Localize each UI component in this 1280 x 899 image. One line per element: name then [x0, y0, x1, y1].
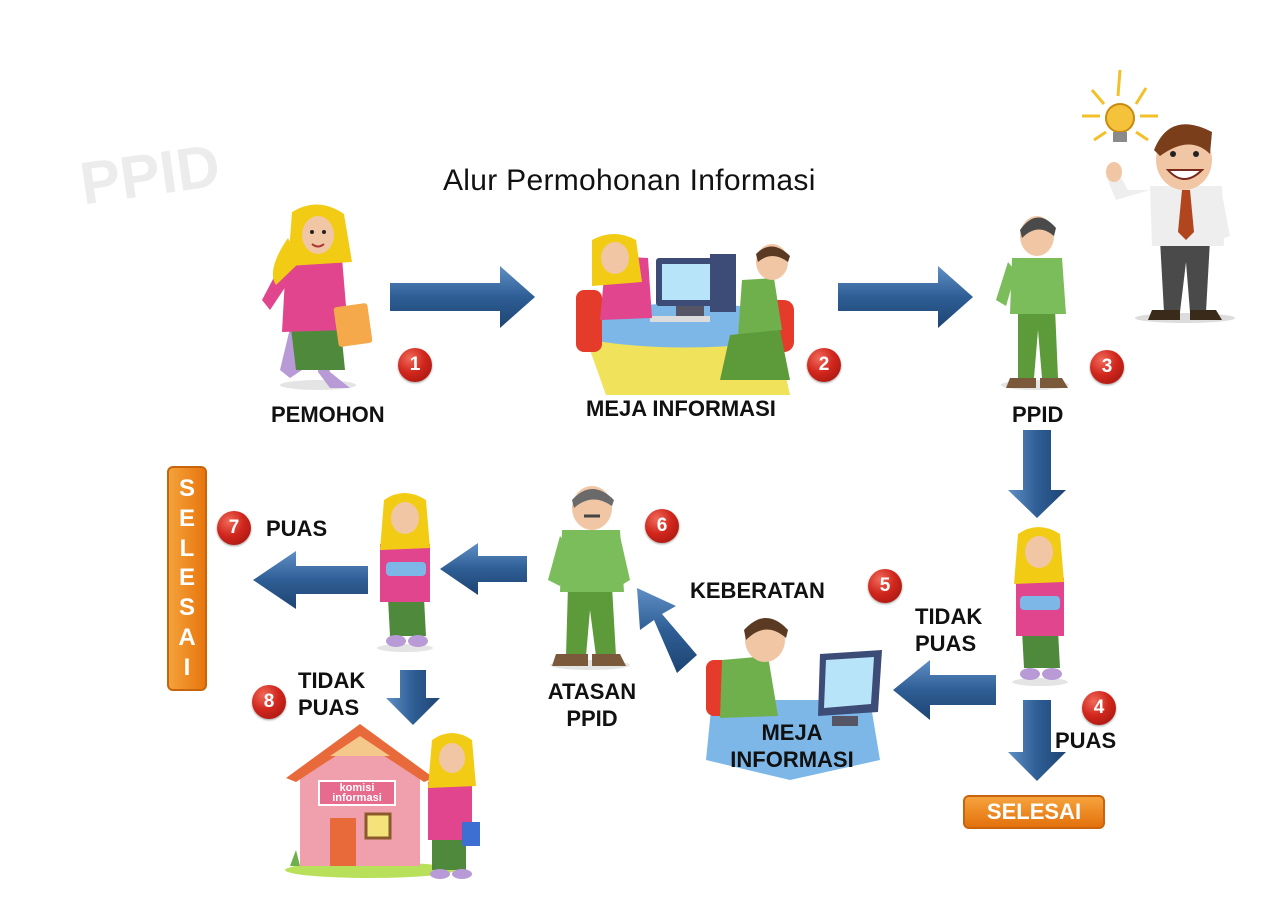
step-badge-7: 7 — [217, 511, 251, 545]
pemohon-figure-house — [428, 733, 480, 879]
selesai-letter: S — [178, 594, 195, 622]
arrow-to-selesai-7 — [253, 551, 368, 609]
selesai-letter: A — [178, 624, 196, 652]
pemohon-figure-right — [1012, 527, 1068, 686]
businessman-figure — [1106, 124, 1235, 323]
label-meja-informasi: MEJA INFORMASI — [586, 396, 776, 421]
ppid-figure — [996, 216, 1069, 390]
step-badge-8: 8 — [252, 685, 286, 719]
selesai-letter: I — [183, 653, 191, 681]
selesai-box-left: S E L E S A I — [167, 466, 207, 691]
diagram-title: Alur Permohonan Informasi — [443, 164, 816, 197]
arrow-1-to-2 — [390, 266, 535, 328]
arrow-to-meja-informasi-2 — [893, 660, 996, 720]
label-tidak-puas-8: TIDAK PUAS — [298, 668, 366, 720]
arrow-3-down — [1008, 430, 1066, 518]
label-puas-7: PUAS — [266, 516, 328, 541]
selesai-letter: L — [179, 534, 195, 562]
arrow-6-to-pemohon — [440, 543, 527, 595]
arrow-4-down — [1008, 700, 1066, 781]
label-tidak-puas-right: TIDAK PUAS — [915, 604, 983, 656]
step-badge-3: 3 — [1090, 350, 1124, 384]
step-badge-6: 6 — [645, 509, 679, 543]
selesai-box-right: SELESAI — [963, 795, 1105, 829]
step-badge-1: 1 — [398, 348, 432, 382]
selesai-letter: E — [178, 564, 195, 592]
step-badge-2: 2 — [807, 348, 841, 382]
pemohon-figure-left — [377, 493, 433, 652]
step-badge-4: 4 — [1082, 691, 1116, 725]
meja-informasi-scene-2 — [706, 618, 882, 780]
label-meja-informasi-2: MEJA INFORMASI — [730, 720, 854, 772]
label-pemohon: PEMOHON — [271, 402, 385, 427]
meja-informasi-scene — [576, 234, 794, 395]
label-puas-4: PUAS — [1055, 728, 1117, 753]
computer-icon — [650, 254, 736, 322]
step-badge-5: 5 — [868, 569, 902, 603]
computer-icon-2 — [818, 650, 882, 726]
komisi-informasi-sign: komisi informasi — [318, 780, 396, 806]
pemohon-figure — [262, 204, 373, 390]
selesai-letter: E — [178, 504, 195, 532]
light-bulb-icon — [1082, 69, 1158, 142]
arrow-8-down — [386, 670, 440, 725]
label-keberatan: KEBERATAN — [690, 578, 825, 603]
label-atasan-ppid: ATASAN PPID — [547, 679, 637, 731]
atasan-ppid-figure — [548, 486, 630, 670]
arrow-keberatan — [637, 588, 697, 673]
arrow-2-to-3 — [838, 266, 973, 328]
label-ppid: PPID — [1012, 402, 1064, 427]
selesai-letter: S — [178, 474, 195, 502]
